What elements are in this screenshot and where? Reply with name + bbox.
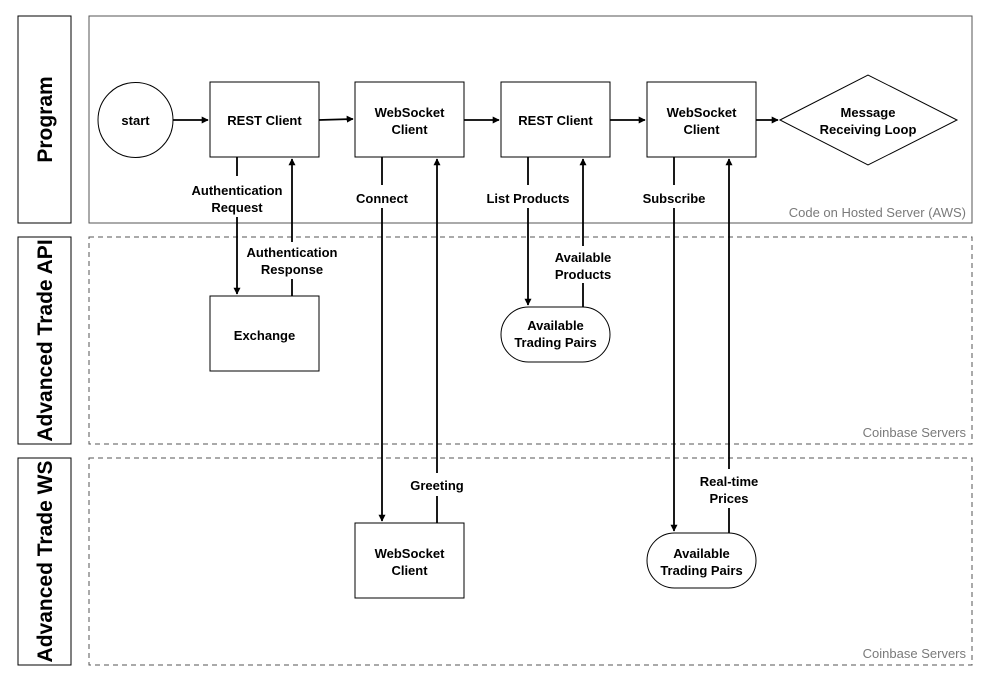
websocket-client-1-box (354, 81, 465, 158)
lane-ws-frame (88, 457, 973, 666)
rest-client-2-box (500, 81, 611, 158)
node-message-loop: Message Receiving Loop (778, 74, 959, 166)
node-websocket-client-1: WebSocket Client (354, 81, 465, 158)
auth-response-label-line2: Response (261, 262, 323, 277)
websocket-client-2-box (646, 81, 757, 158)
api-trading-pairs-shape (500, 306, 611, 363)
api-trading-pairs-label-line2: Trading Pairs (514, 335, 596, 350)
node-rest-client-1: REST Client (209, 81, 320, 158)
rest-client-2-label: REST Client (518, 113, 593, 128)
node-ws-client: WebSocket Client (354, 522, 465, 599)
lane-program-title-box (17, 15, 72, 224)
subscribe-label: Subscribe (643, 191, 706, 206)
exchange-label: Exchange (234, 328, 295, 343)
realtime-prices-label-line1: Real-time (700, 474, 759, 489)
ws-trading-pairs-label-line2: Trading Pairs (660, 563, 742, 578)
auth-response-label-line1: Authentication (247, 245, 338, 260)
greeting-label: Greeting (410, 478, 464, 493)
ws-client-label-line2: Client (391, 563, 428, 578)
lane-ws-title-box (17, 457, 72, 666)
rest-client-1-label: REST Client (227, 113, 302, 128)
start-label: start (121, 113, 150, 128)
edge-realtime-prices: Real-time Prices (700, 158, 759, 533)
edge-auth-response: Authentication Response (247, 158, 338, 296)
rest-client-1-box (209, 81, 320, 158)
ws-client-label-line1: WebSocket (375, 546, 446, 561)
available-products-label-line2: Products (555, 267, 611, 282)
arrow-rest-to-ws (318, 115, 354, 123)
auth-request-label-line1: Authentication (192, 183, 283, 198)
ws-trading-pairs-shape (646, 532, 757, 589)
edge-available-products: Available Products (555, 158, 612, 307)
lane-ws-title: Advanced Trade WS (34, 461, 57, 663)
node-websocket-client-2: WebSocket Client (646, 81, 757, 158)
node-exchange: Exchange (209, 295, 320, 372)
websocket-client-1-label-line1: WebSocket (375, 105, 446, 120)
auth-request-label-line2: Request (211, 200, 263, 215)
lane-program-frame (88, 15, 973, 224)
lane-program-title: Program (34, 76, 57, 162)
lane-ws: Advanced Trade WS Coinbase Servers (17, 457, 973, 666)
program-flow-arrows (173, 115, 779, 124)
lane-api-caption: Coinbase Servers (863, 425, 967, 440)
message-loop-label-line1: Message (841, 105, 896, 120)
lane-program-caption: Code on Hosted Server (AWS) (789, 205, 966, 220)
realtime-prices-label-line2: Prices (709, 491, 748, 506)
message-loop-label-line2: Receiving Loop (820, 122, 917, 137)
lane-program: Program Code on Hosted Server (AWS) (17, 15, 973, 224)
start-circle (97, 82, 174, 158)
edge-auth-request: Authentication Request (192, 157, 283, 295)
edge-subscribe: Subscribe (643, 157, 706, 532)
node-start: start (97, 82, 174, 158)
available-products-label-line1: Available (555, 250, 612, 265)
edge-greeting: Greeting (410, 158, 464, 523)
edge-connect: Connect (356, 157, 409, 522)
websocket-client-1-label-line2: Client (391, 122, 428, 137)
websocket-client-2-label-line1: WebSocket (667, 105, 738, 120)
lane-ws-caption: Coinbase Servers (863, 646, 967, 661)
list-products-label: List Products (486, 191, 569, 206)
edge-list-products: List Products (486, 157, 570, 306)
ws-trading-pairs-label-line1: Available (673, 546, 730, 561)
lane-api-frame (88, 236, 973, 445)
api-trading-pairs-label-line1: Available (527, 318, 584, 333)
websocket-client-2-label-line2: Client (683, 122, 720, 137)
ws-client-box (354, 522, 465, 599)
node-ws-trading-pairs: Available Trading Pairs (646, 532, 757, 589)
node-api-trading-pairs: Available Trading Pairs (500, 306, 611, 363)
node-rest-client-2: REST Client (500, 81, 611, 158)
lane-api: Advanced Trade API Coinbase Servers (17, 236, 973, 445)
message-loop-diamond (778, 74, 959, 166)
connect-label: Connect (356, 191, 409, 206)
exchange-box (209, 295, 320, 372)
lane-api-title-box (17, 236, 72, 445)
lane-api-title: Advanced Trade API (34, 239, 57, 441)
